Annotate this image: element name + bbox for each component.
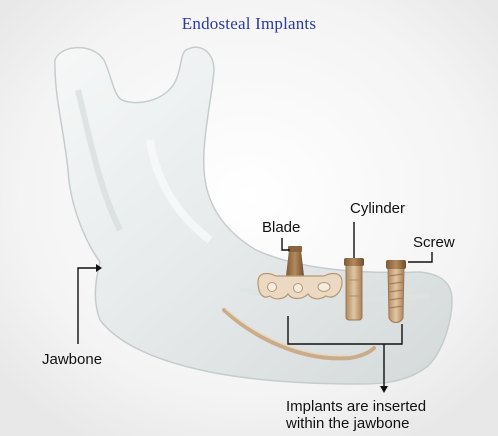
label-screw: Screw — [413, 234, 455, 251]
cylinder-implant — [344, 258, 364, 320]
label-blade: Blade — [262, 219, 300, 236]
caption: Implants are inserted within the jawbone — [286, 398, 426, 432]
diagram-title: Endosteal Implants — [0, 14, 498, 34]
label-cylinder: Cylinder — [350, 200, 405, 217]
screw-implant — [386, 260, 406, 323]
caption-line-1: Implants are inserted — [286, 398, 426, 415]
label-jawbone: Jawbone — [42, 351, 102, 368]
caption-line-2: within the jawbone — [286, 415, 426, 432]
